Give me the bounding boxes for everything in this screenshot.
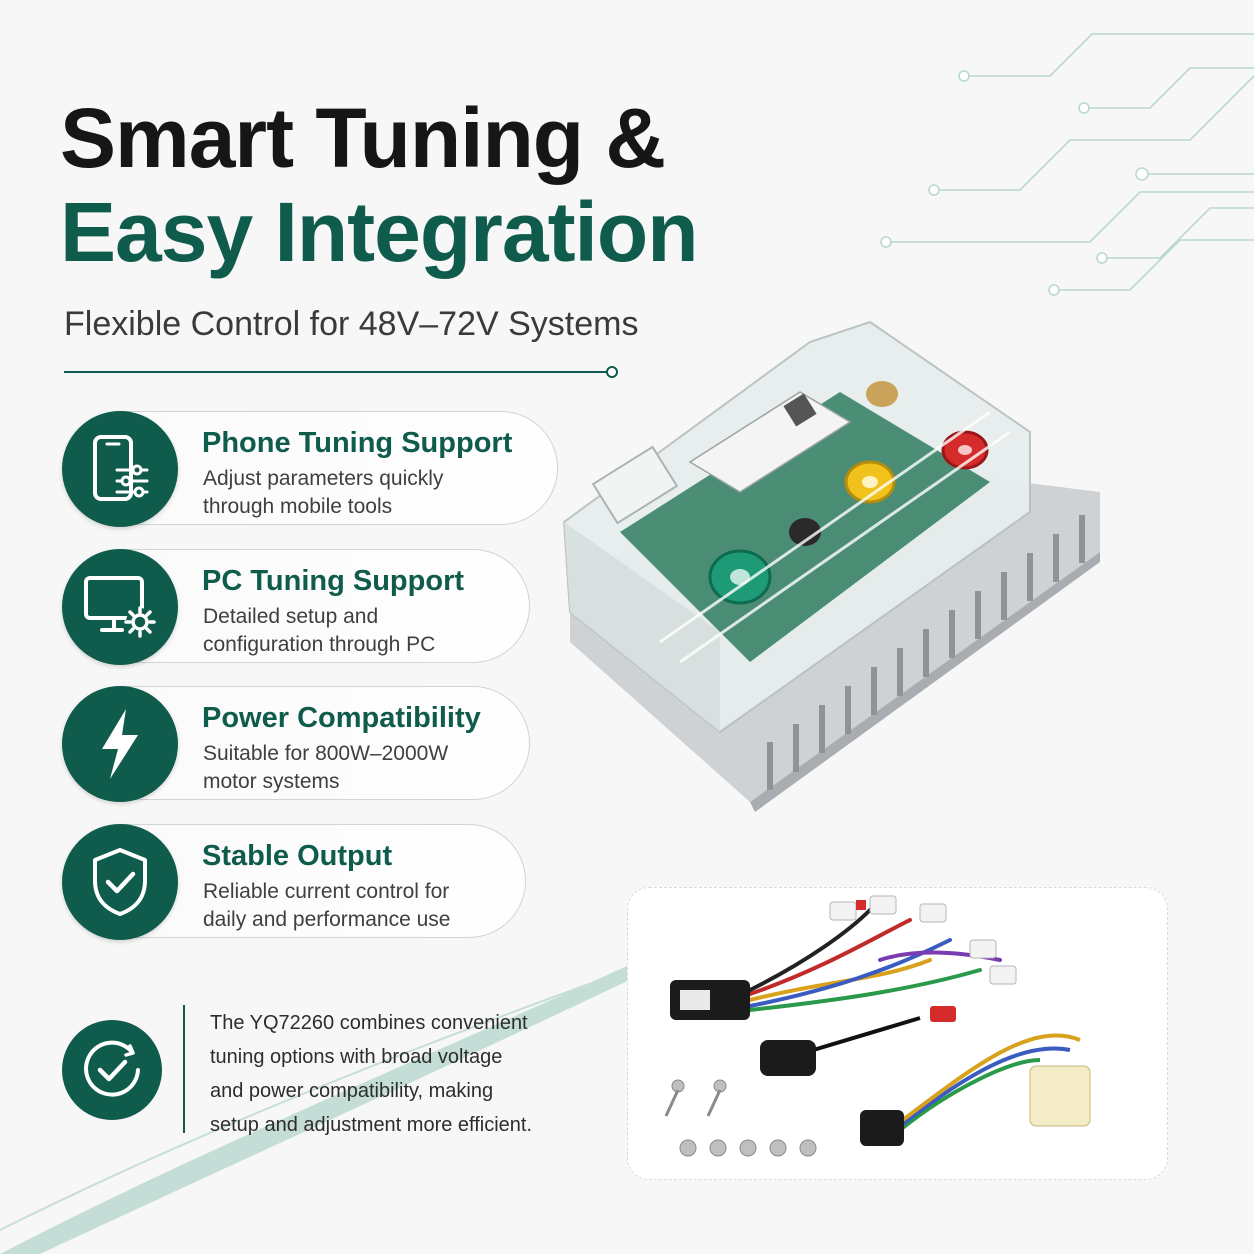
feature-stable-output: Stable Output Reliable current control f… xyxy=(62,824,528,940)
feature-description-line-2: configuration through PC xyxy=(203,633,436,656)
divider-dot xyxy=(606,366,618,378)
summary-rule xyxy=(183,1005,185,1133)
headline-line-1: Smart Tuning & xyxy=(60,91,666,185)
summary-text: The YQ72260 combines convenient tuning o… xyxy=(210,1006,570,1142)
divider-line xyxy=(64,371,609,373)
shield-check-icon xyxy=(93,848,147,916)
feature-pill xyxy=(118,824,526,938)
feature-description: Adjust parameters quickly through mobile… xyxy=(203,465,443,521)
feature-description-line-1: Reliable current control for xyxy=(203,880,450,903)
feature-phone-tuning: Phone Tuning Support Adjust parameters q… xyxy=(62,411,560,527)
feature-badge xyxy=(62,549,178,665)
feature-description-line-1: Suitable for 800W–2000W xyxy=(203,742,449,765)
feature-pill xyxy=(118,411,558,525)
feature-badge xyxy=(62,411,178,527)
headline-line-2: Easy Integration xyxy=(60,185,699,279)
summary-line-3: and power compatibility, making xyxy=(210,1080,494,1102)
summary-line-4: setup and adjustment more efficient. xyxy=(210,1114,533,1136)
feature-title: Phone Tuning Support xyxy=(202,427,513,459)
circle-check-icon xyxy=(84,1040,140,1097)
feature-power-compatibility: Power Compatibility Suitable for 800W–20… xyxy=(62,686,532,802)
subtitle: Flexible Control for 48V–72V Systems xyxy=(64,305,639,343)
feature-pill xyxy=(118,549,530,663)
feature-description-line-1: Detailed setup and xyxy=(203,605,379,628)
feature-description-line-2: motor systems xyxy=(203,770,340,793)
summary-badge xyxy=(62,1020,162,1120)
feature-badge xyxy=(62,686,178,802)
summary-line-2: tuning options with broad voltage xyxy=(210,1046,503,1068)
feature-title: Stable Output xyxy=(202,840,393,872)
feature-description-line-1: Adjust parameters quickly xyxy=(203,467,444,490)
feature-description: Detailed setup and configuration through… xyxy=(203,603,435,659)
circuit-lines-decoration xyxy=(880,33,1254,296)
feature-description: Reliable current control for daily and p… xyxy=(203,878,450,934)
phone-sliders-icon xyxy=(93,435,149,501)
feature-badge xyxy=(62,824,178,940)
feature-title: PC Tuning Support xyxy=(202,565,465,597)
lightning-bolt-icon xyxy=(102,709,138,779)
feature-title: Power Compatibility xyxy=(202,702,481,734)
feature-description-line-2: daily and performance use xyxy=(203,908,451,931)
feature-pill xyxy=(118,686,530,800)
feature-pc-tuning: PC Tuning Support Detailed setup and con… xyxy=(62,549,532,665)
feature-description: Suitable for 800W–2000W motor systems xyxy=(203,740,448,796)
accessories-image xyxy=(664,895,1091,1157)
feature-description-line-2: through mobile tools xyxy=(203,495,393,518)
summary-line-1: The YQ72260 combines convenient xyxy=(210,1012,528,1034)
controller-product-image xyxy=(562,320,1100,812)
monitor-gear-icon xyxy=(84,576,156,638)
